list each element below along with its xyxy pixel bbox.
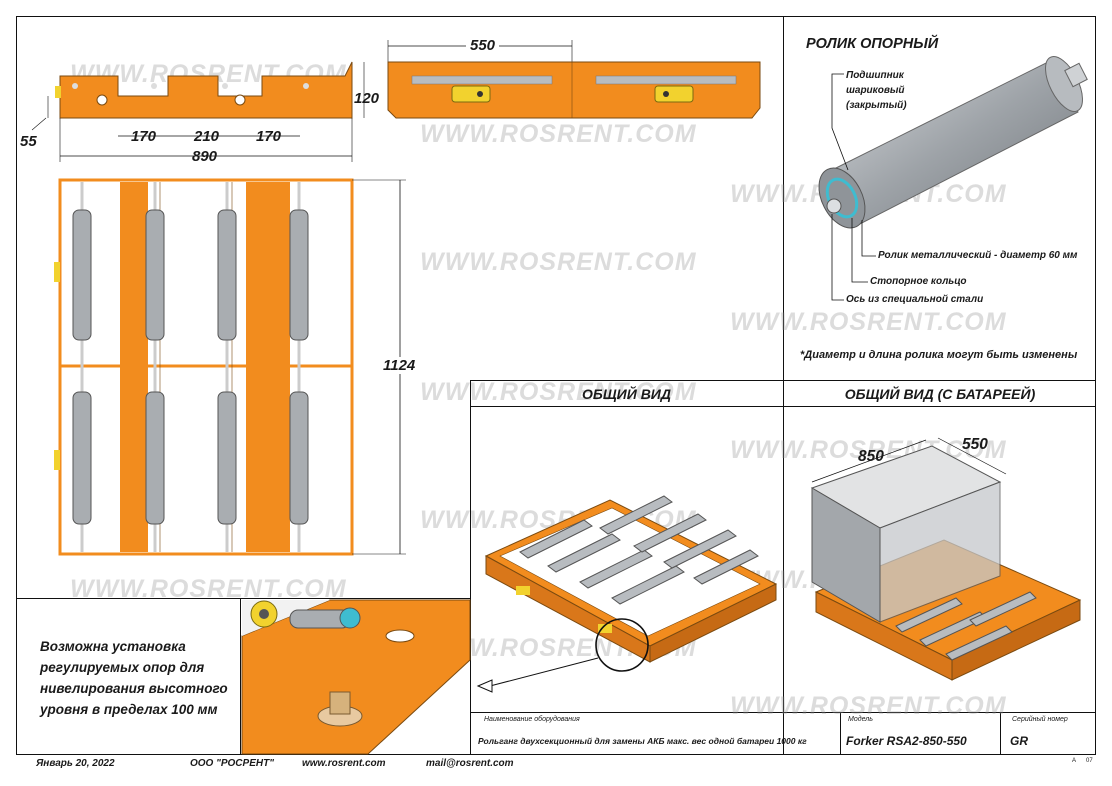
dim-55: 55 xyxy=(20,133,37,150)
watermark: WWW.ROSRENT.COM xyxy=(730,692,1007,720)
equipment-name: Рольганг двухсекционный для замены АКБ м… xyxy=(478,736,807,746)
titleblock-top xyxy=(470,712,1096,713)
titleblock-split1 xyxy=(840,712,841,754)
label-axle: Ось из специальной стали xyxy=(846,294,984,305)
frame-top xyxy=(16,16,1096,17)
divider-horizontal-head xyxy=(470,406,1096,407)
footer-date: Январь 20, 2022 xyxy=(36,758,115,769)
label-ring: Стопорное кольцо xyxy=(870,276,967,287)
dim-170-right: 170 xyxy=(256,128,282,145)
dim-box-850: 850 xyxy=(858,448,884,465)
note-box-top xyxy=(16,598,470,599)
dim-210: 210 xyxy=(194,128,220,145)
watermark: WWW.ROSRENT.COM xyxy=(730,308,1007,336)
model-value: Forker RSA2-850-550 xyxy=(846,734,967,748)
titleblock-split2 xyxy=(1000,712,1001,754)
dim-170-left: 170 xyxy=(131,128,157,145)
label-roller: Ролик металлический - диаметр 60 мм xyxy=(878,250,1078,261)
frame-right xyxy=(1095,16,1096,754)
frame-bottom xyxy=(16,754,1096,755)
dim-550-side: 550 xyxy=(466,37,500,54)
watermark: WWW.ROSRENT.COM xyxy=(730,436,1007,464)
header-general-view-battery: ОБЩИЙ ВИД (С БАТАРЕЕЙ) xyxy=(844,386,1036,402)
frame-left xyxy=(16,16,17,754)
caption-equipment-name: Наименование оборудования xyxy=(484,716,580,723)
footer-site: www.rosrent.com xyxy=(302,758,386,769)
caption-serial: Серийный номер xyxy=(1012,716,1068,723)
support-note: Возможна установка регулируемых опор для… xyxy=(40,639,228,717)
serial-value: GR xyxy=(1010,734,1028,748)
divider-horizontal-mid xyxy=(470,380,1096,381)
caption-model: Модель xyxy=(848,716,873,723)
roller-note: *Диаметр и длина ролика могут быть измен… xyxy=(800,349,1078,361)
watermark: WWW.ROSRENT.COM xyxy=(420,378,697,406)
dim-890: 890 xyxy=(192,148,218,165)
dim-120: 120 xyxy=(354,90,380,107)
dim-1124: 1124 xyxy=(383,357,416,374)
divider-vertical-right xyxy=(783,16,784,754)
header-general-view: ОБЩИЙ ВИД xyxy=(582,386,671,402)
watermark: WWW.ROSRENT.COM xyxy=(420,120,697,148)
footer-company: ООО "РОСРЕНТ" xyxy=(190,758,274,769)
watermark: WWW.ROSRENT.COM xyxy=(70,575,347,603)
sheet-number: 07 xyxy=(1086,758,1093,764)
divider-vertical-mid xyxy=(470,380,471,754)
roller-title: РОЛИК ОПОРНЫЙ xyxy=(806,36,939,52)
footer-mail: mail@rosrent.com xyxy=(426,758,514,769)
label-bearing: Подшипник шариковый (закрытый) xyxy=(846,70,907,111)
watermark: WWW.ROSRENT.COM xyxy=(420,248,697,276)
dim-box-550: 550 xyxy=(962,436,988,453)
sheet-format: А xyxy=(1072,758,1077,764)
note-box-split xyxy=(240,598,241,754)
